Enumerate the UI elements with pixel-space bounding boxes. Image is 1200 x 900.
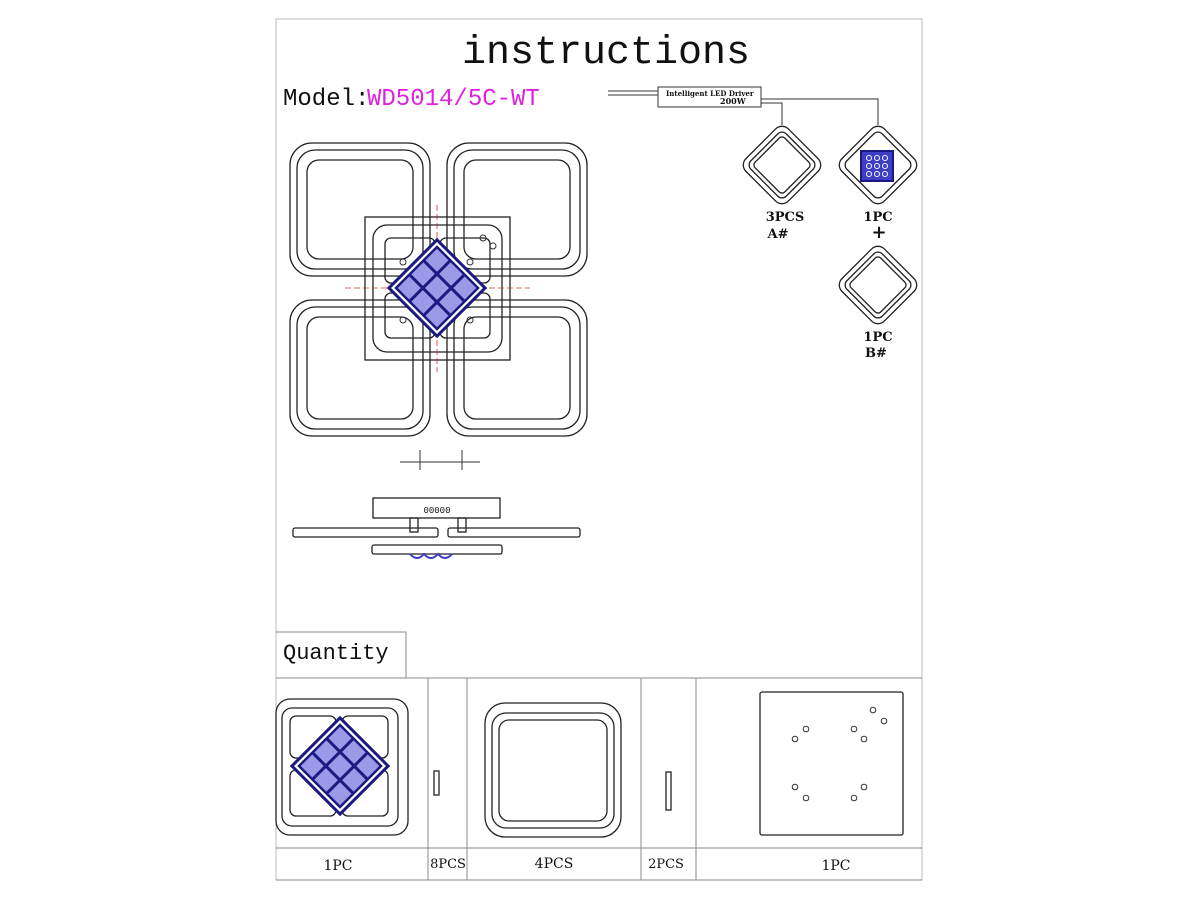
qty-center-body: 1PC (323, 858, 352, 874)
arm-bottom-right (446, 299, 588, 437)
part-square-arm (484, 702, 622, 838)
qty-bolts: 2PCS (648, 857, 684, 872)
module-a (742, 125, 822, 205)
led-diamond (386, 237, 488, 339)
arm-bottom-left (289, 299, 431, 437)
qty-square-arms: 4PCS (535, 856, 574, 872)
module-b-qty: 1PC (863, 330, 892, 345)
wiring-diagram: Intelligent LED Driver 200W 3PCS A# 1PC … (608, 86, 918, 361)
arm-top-left (289, 142, 431, 277)
module-center-qty: 1PC (863, 210, 892, 225)
top-view-drawing (289, 142, 588, 437)
module-a-type: A# (767, 227, 789, 242)
qty-screws: 8PCS (430, 857, 466, 872)
driver-label: Intelligent LED Driver (666, 89, 754, 98)
qty-mounting-plate: 1PC (821, 858, 850, 874)
quantity-heading: Quantity (283, 641, 389, 666)
module-b (838, 245, 918, 325)
side-view-drawing: 00000 (292, 450, 581, 559)
part-center-body (275, 698, 409, 836)
page-title: instructions (462, 31, 750, 76)
model-label: Model: (283, 86, 369, 113)
module-b-type: B# (865, 346, 887, 361)
arm-top-right (446, 142, 588, 277)
plus-sign: + (871, 222, 886, 243)
module-a-qty: 3PCS (766, 210, 805, 225)
quantity-table: Quantity 1PC 8PCS (275, 631, 922, 881)
model-number: WD5014/5C-WT (367, 86, 540, 113)
part-screw (433, 770, 440, 796)
part-bolt (665, 771, 672, 811)
center-plate (364, 216, 511, 361)
side-view-label: 00000 (423, 506, 450, 516)
led-driver-box (657, 86, 762, 108)
part-mounting-plate (759, 691, 904, 836)
driver-power: 200W (720, 96, 747, 106)
module-center (838, 125, 918, 205)
